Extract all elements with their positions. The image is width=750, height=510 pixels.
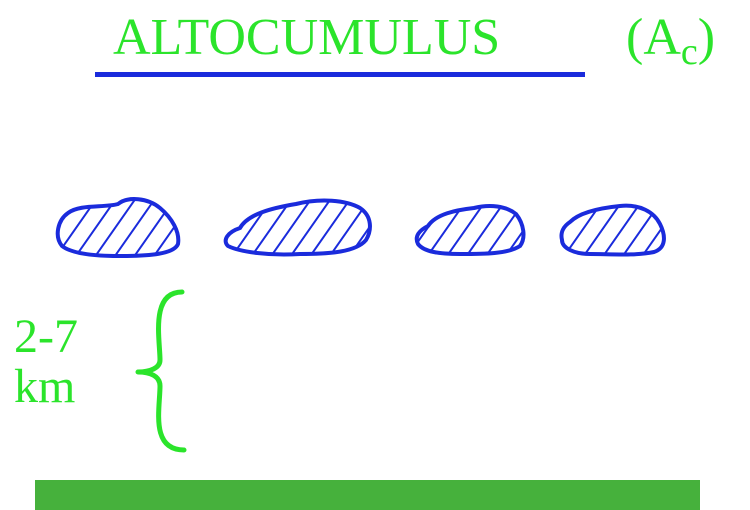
ground-bar (35, 480, 700, 510)
